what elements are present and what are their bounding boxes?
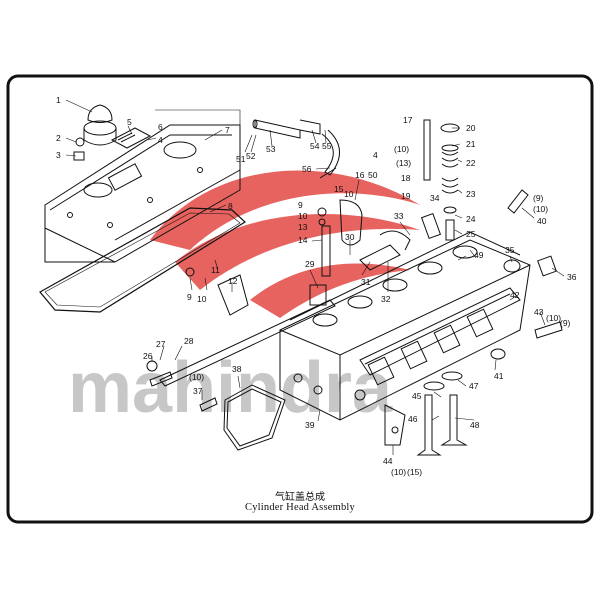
diagram-border bbox=[6, 74, 594, 524]
callout-10g: (10) bbox=[189, 372, 204, 382]
callout-1: 1 bbox=[56, 95, 61, 105]
callout-10d: 10 bbox=[298, 211, 308, 221]
label-plate bbox=[110, 127, 152, 149]
valve-cover-gasket-inner bbox=[44, 212, 241, 308]
callout-13a: (13) bbox=[396, 158, 411, 168]
callout-26: 26 bbox=[143, 351, 153, 361]
callout-10c: 10 bbox=[344, 189, 354, 199]
callout-49: 49 bbox=[474, 250, 484, 260]
watermark-text: mahindra bbox=[68, 348, 393, 428]
callout-33: 33 bbox=[394, 211, 404, 221]
valve-spring-stack bbox=[423, 119, 460, 241]
callout-48: 48 bbox=[470, 420, 480, 430]
callout-labels: 1 2 3 5 6 4 7 8 9 10 11 12 51 52 53 54 5… bbox=[56, 95, 577, 477]
callout-42: 42 bbox=[510, 290, 520, 300]
valve-cover-gasket bbox=[39, 207, 246, 313]
callout-14: 14 bbox=[298, 235, 308, 245]
watermark-logo bbox=[150, 170, 420, 318]
callout-39: 39 bbox=[305, 420, 315, 430]
callout-4b: 4 bbox=[373, 150, 378, 160]
cylinder-head bbox=[279, 231, 531, 421]
callout-9b: 9 bbox=[298, 200, 303, 210]
callout-25: 25 bbox=[466, 229, 476, 239]
callout-41: 41 bbox=[494, 371, 504, 381]
callout-30: 30 bbox=[345, 232, 355, 242]
valves bbox=[416, 348, 506, 456]
caption-chinese: 气缸盖总成 bbox=[275, 492, 325, 503]
callout-34: 34 bbox=[430, 193, 440, 203]
callout-55: 55 bbox=[322, 141, 332, 151]
caption-english: Cylinder Head Assembly bbox=[245, 502, 355, 513]
callout-10h: (10) bbox=[391, 467, 406, 477]
callout-10e: (10) bbox=[533, 204, 548, 214]
callout-23: 23 bbox=[466, 189, 476, 199]
callout-5: 5 bbox=[127, 117, 132, 127]
callout-50: 50 bbox=[368, 170, 378, 180]
callout-36: 36 bbox=[567, 272, 577, 282]
callout-10b: (10) bbox=[394, 144, 409, 154]
callout-24: 24 bbox=[466, 214, 476, 224]
callout-53: 53 bbox=[266, 144, 276, 154]
callout-44: 44 bbox=[383, 456, 393, 466]
callout-28: 28 bbox=[184, 336, 194, 346]
callout-9a: 9 bbox=[187, 292, 192, 302]
callout-9c: (9) bbox=[533, 193, 544, 203]
logo-swoosh-mid bbox=[175, 214, 420, 290]
logo-swoosh-top bbox=[150, 170, 420, 250]
oil-filler-cap bbox=[83, 104, 117, 146]
callout-52: 52 bbox=[246, 151, 256, 161]
manifold-gaskets bbox=[359, 287, 521, 376]
callout-46: 46 bbox=[408, 414, 418, 424]
callout-47: 47 bbox=[469, 381, 479, 391]
callout-7: 7 bbox=[225, 125, 230, 135]
callout-20: 20 bbox=[466, 123, 476, 133]
callout-21: 21 bbox=[466, 139, 476, 149]
callout-19: 19 bbox=[401, 191, 411, 201]
callout-13b: 13 bbox=[298, 222, 308, 232]
callout-37: 37 bbox=[193, 386, 203, 396]
leader-lines bbox=[65, 99, 565, 455]
callout-31: 31 bbox=[361, 277, 371, 287]
callout-45: 45 bbox=[412, 391, 422, 401]
callout-15a: 15 bbox=[334, 184, 344, 194]
callout-4a: 4 bbox=[158, 135, 163, 145]
callout-51: 51 bbox=[236, 154, 246, 164]
logo-swoosh-low bbox=[250, 263, 410, 318]
callout-11: 11 bbox=[211, 265, 220, 275]
callout-56: 56 bbox=[302, 164, 312, 174]
callout-6: 6 bbox=[158, 122, 163, 132]
callout-15b: (15) bbox=[407, 467, 422, 477]
bolt-washer-2-3 bbox=[73, 137, 85, 161]
callout-16: 16 bbox=[355, 170, 365, 180]
callout-38: 38 bbox=[232, 364, 242, 374]
callout-10f: (10) bbox=[546, 313, 561, 323]
callout-54: 54 bbox=[310, 141, 320, 151]
head-bolts-injector bbox=[503, 189, 563, 339]
callout-22: 22 bbox=[466, 158, 476, 168]
callout-9d: (9) bbox=[560, 318, 571, 328]
callout-8: 8 bbox=[228, 201, 233, 211]
callout-17: 17 bbox=[403, 115, 413, 125]
callout-43: 43 bbox=[534, 307, 544, 317]
callout-18: 18 bbox=[401, 173, 411, 183]
lifting-bracket bbox=[384, 404, 406, 446]
rocker-arm-parts bbox=[309, 199, 442, 306]
callout-12: 12 bbox=[228, 276, 238, 286]
callout-35: 35 bbox=[505, 245, 515, 255]
side-cover-gasket bbox=[185, 267, 286, 451]
valve-cover bbox=[44, 124, 241, 263]
callout-3: 3 bbox=[56, 150, 61, 160]
callout-27: 27 bbox=[156, 339, 166, 349]
callout-2: 2 bbox=[56, 133, 61, 143]
callout-10a: 10 bbox=[197, 294, 207, 304]
callout-32: 32 bbox=[381, 294, 391, 304]
callout-29: 29 bbox=[305, 259, 315, 269]
breather-pipe bbox=[252, 119, 340, 179]
callout-40: 40 bbox=[537, 216, 547, 226]
rocker-shaft bbox=[159, 299, 336, 387]
